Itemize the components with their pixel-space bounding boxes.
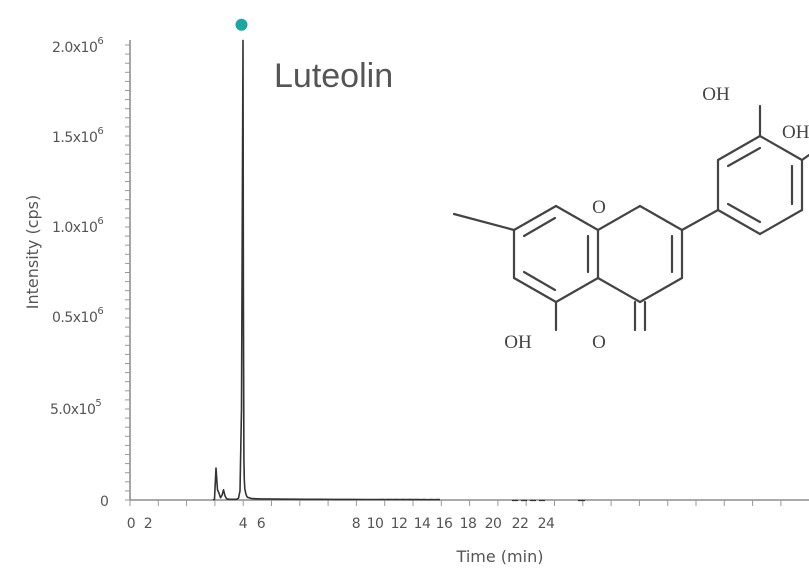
y-tick-label: 1.0x106 bbox=[52, 216, 103, 236]
x-tick-label: 6 bbox=[257, 516, 266, 532]
y-tick-label: 5.0x105 bbox=[50, 398, 101, 418]
x-tick-label: 2 bbox=[144, 516, 152, 532]
x-axis-title: Time (min) bbox=[456, 547, 544, 566]
x-tick-label: 16 bbox=[436, 516, 453, 532]
y-tick-label: 1.5x106 bbox=[52, 126, 103, 146]
x-tick-labels: 0 2 4 6 8 10 12 14 16 18 20 22 24 bbox=[127, 516, 556, 532]
x-tick-label: 18 bbox=[460, 516, 477, 532]
y-axis-title: Intensity (cps) bbox=[23, 195, 42, 310]
peak-marker bbox=[235, 18, 248, 31]
hydroxyl-label: OH bbox=[702, 84, 730, 105]
y-tick-labels: 0 5.0x105 0.5x106 1.0x106 1.5x106 2.0x10… bbox=[50, 36, 109, 510]
y-tick-label: 0 bbox=[100, 494, 108, 510]
luteolin-structure bbox=[452, 104, 809, 332]
x-tick-label: 22 bbox=[512, 516, 529, 532]
hydroxyl-label: OH bbox=[504, 332, 532, 353]
hydroxyl-label: OH bbox=[782, 122, 809, 143]
x-tick-label: 10 bbox=[367, 516, 384, 532]
x-tick-label: 0 bbox=[127, 516, 135, 532]
x-tick-label: 20 bbox=[485, 516, 502, 532]
chromatogram-trace bbox=[212, 39, 440, 501]
y-tick-label: 0.5x106 bbox=[52, 306, 103, 326]
compound-name-label: Luteolin bbox=[274, 57, 393, 95]
x-tick-label: 14 bbox=[414, 516, 431, 532]
ring-oxygen-label: O bbox=[592, 197, 606, 218]
x-tick-label: 4 bbox=[239, 516, 248, 532]
x-tick-label: 8 bbox=[352, 516, 360, 532]
x-minor-ticks bbox=[129, 500, 782, 506]
y-tick-label: 2.0x106 bbox=[52, 36, 103, 56]
x-tick-label: 24 bbox=[538, 516, 555, 532]
y-minor-ticks bbox=[125, 44, 130, 501]
carbonyl-oxygen-label: O bbox=[592, 332, 606, 353]
x-tick-label: 12 bbox=[391, 516, 408, 532]
